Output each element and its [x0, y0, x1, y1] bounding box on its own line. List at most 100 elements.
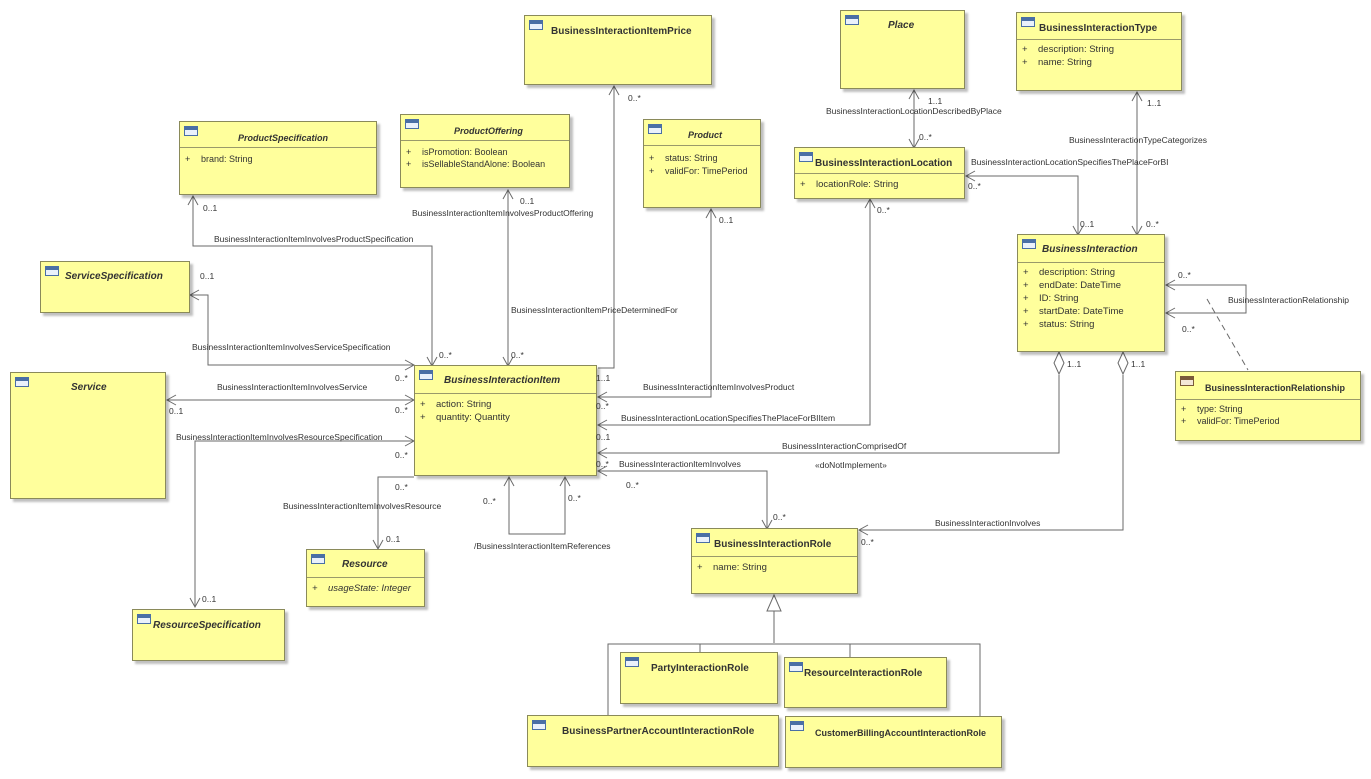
class-business-interaction-item-price[interactable]: BusinessInteractionItemPrice	[524, 15, 712, 85]
class-name: BusinessInteractionRelationship	[1205, 383, 1346, 393]
attribute: +isPromotion: Boolean	[406, 147, 508, 157]
multiplicity: 1..1	[1147, 98, 1162, 108]
class-name: BusinessInteractionLocation	[815, 158, 953, 169]
multiplicity: 0..1	[1080, 219, 1095, 229]
multiplicity: 0..*	[596, 459, 609, 469]
class-icon	[529, 20, 543, 30]
class-icon	[648, 124, 662, 134]
association-label: /BusinessInteractionItemReferences	[474, 541, 611, 551]
class-service[interactable]: Service	[10, 372, 166, 499]
multiplicity: 1..1	[596, 373, 611, 383]
association-label: BusinessInteractionItemPriceDeterminedFo…	[511, 305, 678, 315]
attribute: +name: String	[1022, 57, 1092, 68]
class-party-interaction-role[interactable]: PartyInteractionRole	[620, 652, 778, 704]
class-business-interaction-item[interactable]: BusinessInteractionItem +action: String …	[414, 365, 597, 476]
class-icon	[799, 152, 813, 162]
multiplicity: 0..*	[1178, 270, 1191, 280]
multiplicity: 0..1	[200, 271, 215, 281]
association-label: BusinessInteractionItemInvolvesServiceSp…	[192, 342, 391, 352]
class-icon	[184, 126, 198, 136]
connector-item-servspec	[190, 294, 414, 366]
class-name: BusinessInteraction	[1042, 244, 1138, 255]
class-name: BusinessInteractionRole	[714, 539, 832, 550]
attribute: +locationRole: String	[800, 179, 899, 190]
connector-item-references	[508, 477, 566, 535]
class-business-interaction-type[interactable]: BusinessInteractionType +description: St…	[1016, 12, 1182, 91]
attribute: +quantity: Quantity	[420, 412, 510, 423]
class-name: Service	[71, 382, 107, 393]
class-business-interaction-relationship[interactable]: BusinessInteractionRelationship +type: S…	[1175, 371, 1361, 441]
connector-bi-involves	[859, 375, 1124, 531]
multiplicity: 0..1	[520, 196, 535, 206]
class-name: PartyInteractionRole	[651, 663, 749, 674]
class-customer-billing-account-interaction-role[interactable]: CustomerBillingAccountInteractionRole	[785, 716, 1002, 768]
multiplicity: 1..1	[1131, 359, 1146, 369]
multiplicity: 0..1	[386, 534, 401, 544]
class-product[interactable]: Product +status: String +validFor: TimeP…	[643, 119, 761, 208]
class-name: ResourceSpecification	[153, 620, 261, 631]
connector-comprised-of	[598, 375, 1060, 454]
connector-item-product	[598, 209, 712, 398]
multiplicity: 0..*	[626, 480, 639, 490]
class-name: BusinessInteractionItem	[444, 375, 561, 386]
multiplicity: 1..1	[928, 96, 943, 106]
attribute: +endDate: DateTime	[1023, 280, 1122, 291]
class-business-partner-account-interaction-role[interactable]: BusinessPartnerAccountInteractionRole	[527, 715, 779, 767]
class-resource[interactable]: Resource +usageState: Integer	[306, 549, 425, 607]
association-label: BusinessInteractionItemInvolvesProductOf…	[412, 208, 594, 218]
multiplicity: 0..1	[596, 432, 611, 442]
class-icon	[625, 657, 639, 667]
class-icon	[137, 614, 151, 624]
multiplicity: 0..1	[202, 594, 217, 604]
class-name: BusinessPartnerAccountInteractionRole	[562, 726, 755, 737]
class-name: Resource	[342, 559, 388, 570]
class-name: CustomerBillingAccountInteractionRole	[815, 728, 987, 738]
class-business-interaction-location[interactable]: BusinessInteractionLocation +locationRol…	[794, 147, 965, 199]
association-label: BusinessInteractionLocationSpecifiesTheP…	[621, 413, 836, 423]
connector-bi-relationship	[1166, 284, 1247, 314]
multiplicity: 0..*	[568, 493, 581, 503]
connector-location-bi	[966, 175, 1079, 235]
class-business-interaction-role[interactable]: BusinessInteractionRole +name: String	[691, 528, 858, 594]
attribute: +isSellableStandAlone: Boolean	[406, 159, 546, 169]
class-service-specification[interactable]: ServiceSpecification	[40, 261, 190, 313]
class-product-specification[interactable]: ProductSpecification +brand: String	[179, 121, 377, 195]
class-resource-interaction-role[interactable]: ResourceInteractionRole	[784, 657, 947, 708]
attribute: +validFor: TimePeriod	[1181, 416, 1280, 426]
attribute: +description: String	[1022, 44, 1115, 55]
association-label: BusinessInteractionInvolves	[935, 518, 1041, 528]
attribute: +brand: String	[185, 154, 253, 164]
attribute: +ID: String	[1023, 293, 1079, 304]
attribute: +validFor: TimePeriod	[649, 166, 748, 176]
multiplicity: 0..1	[203, 203, 218, 213]
association-label: BusinessInteractionTypeCategorizes	[1069, 135, 1207, 145]
class-icon	[790, 721, 804, 731]
class-icon	[1021, 17, 1035, 27]
connector-item-location	[598, 199, 871, 426]
multiplicity: 0..*	[395, 450, 408, 460]
class-business-interaction[interactable]: BusinessInteraction +description: String…	[1017, 234, 1165, 352]
generalization-triangle	[766, 593, 782, 612]
attribute: +type: String	[1181, 404, 1243, 414]
connector-item-price	[598, 86, 615, 369]
association-label: BusinessInteractionLocationSpecifiesTheP…	[971, 157, 1169, 167]
multiplicity: 0..*	[596, 401, 609, 411]
multiplicity: 0..*	[395, 405, 408, 415]
multiplicity: 0..*	[439, 350, 452, 360]
attribute: +description: String	[1023, 267, 1116, 278]
class-place[interactable]: Place	[840, 10, 965, 89]
multiplicity: 1..1	[1067, 359, 1082, 369]
class-resource-specification[interactable]: ResourceSpecification	[132, 609, 285, 661]
association-label: BusinessInteractionItemInvolvesProduct	[643, 382, 795, 392]
attribute: +name: String	[697, 562, 767, 573]
class-name: BusinessInteractionItemPrice	[551, 26, 692, 37]
class-name: Place	[888, 20, 915, 31]
class-product-offering[interactable]: ProductOffering +isPromotion: Boolean +i…	[400, 114, 570, 188]
class-name: ServiceSpecification	[65, 271, 163, 282]
association-label: BusinessInteractionItemInvolvesResource	[283, 501, 442, 511]
association-label: BusinessInteractionItemInvolves	[619, 459, 741, 469]
multiplicity: 0..*	[395, 373, 408, 383]
stereotype-label: «doNotImplement»	[815, 460, 887, 470]
